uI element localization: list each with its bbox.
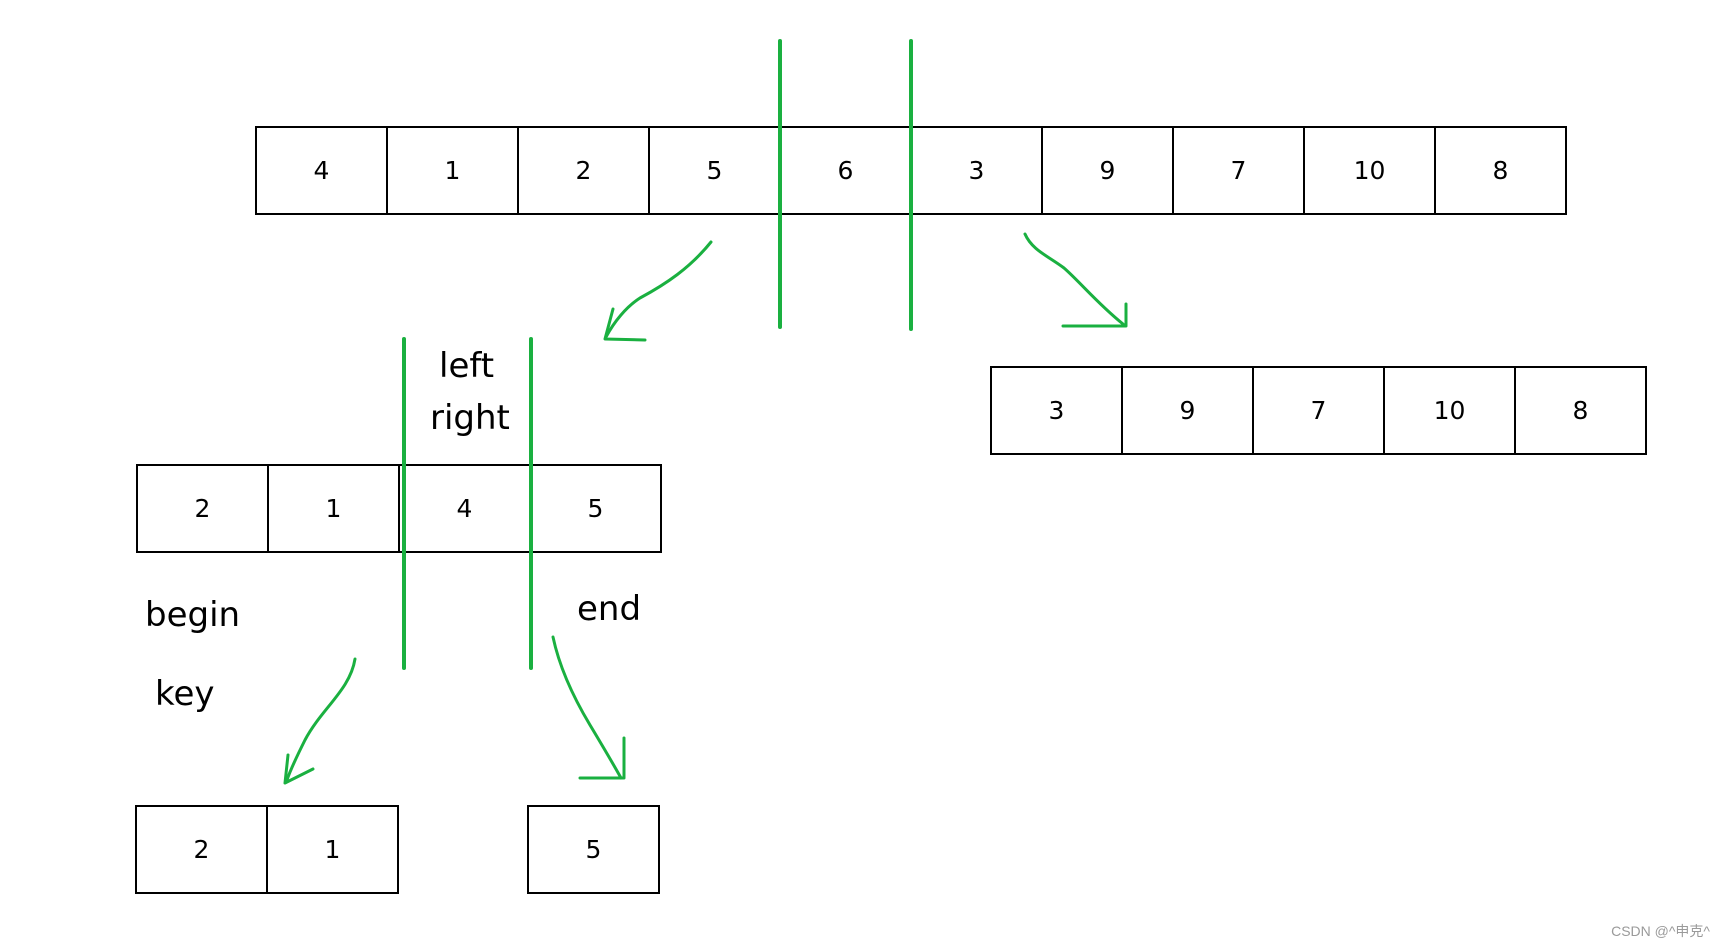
array-cell: 7 <box>1172 126 1305 215</box>
array-cell: 1 <box>386 126 519 215</box>
array-cell: 7 <box>1252 366 1385 455</box>
array-cell: 1 <box>267 464 400 553</box>
array-cell: 5 <box>648 126 781 215</box>
array-cell: 4 <box>255 126 388 215</box>
array-cell: 8 <box>1434 126 1567 215</box>
arrow-mid-to-bottom-right <box>551 635 626 780</box>
cell-value: 1 <box>325 835 341 864</box>
cell-value: 9 <box>1100 156 1116 185</box>
array-cell: 2 <box>135 805 268 894</box>
array-bottom-left: 2 1 <box>135 805 399 894</box>
array-bottom-right: 5 <box>527 805 660 894</box>
array-cell: 10 <box>1383 366 1516 455</box>
label-end: end <box>577 589 641 629</box>
cell-value: 10 <box>1434 396 1466 425</box>
cell-value: 5 <box>586 835 602 864</box>
arrow-head <box>1061 302 1128 328</box>
label-left: left <box>439 346 494 386</box>
array-cell: 5 <box>529 464 662 553</box>
array-cell: 8 <box>1514 366 1647 455</box>
cell-value: 4 <box>314 156 330 185</box>
arrow-mid-to-bottom-left <box>283 657 357 785</box>
arrow-top-to-left <box>603 240 713 342</box>
array-cell: 9 <box>1041 126 1174 215</box>
cell-value: 8 <box>1493 156 1509 185</box>
cell-value: 10 <box>1354 156 1386 185</box>
array-cell: 5 <box>527 805 660 894</box>
array-right-mid: 3 9 7 10 8 <box>990 366 1647 455</box>
cell-value: 5 <box>588 494 604 523</box>
cell-value: 7 <box>1231 156 1247 185</box>
cell-value: 5 <box>707 156 723 185</box>
array-cell: 2 <box>136 464 269 553</box>
cell-value: 9 <box>1180 396 1196 425</box>
cell-value: 3 <box>969 156 985 185</box>
array-top: 4 1 2 5 6 3 9 7 <box>255 126 1567 215</box>
arrow-head <box>283 753 315 785</box>
cell-value: 1 <box>326 494 342 523</box>
arrow-head <box>578 736 626 780</box>
cell-value: 7 <box>1311 396 1327 425</box>
arrow-shaft <box>1023 232 1125 326</box>
array-cell: 6 <box>779 126 912 215</box>
array-cell: 4 <box>398 464 531 553</box>
label-right: right <box>430 398 510 438</box>
cell-value: 2 <box>576 156 592 185</box>
watermark: CSDN @^申克^ <box>1611 923 1710 939</box>
cell-value: 3 <box>1049 396 1065 425</box>
arrow-top-to-right <box>1023 232 1128 328</box>
array-cell: 9 <box>1121 366 1254 455</box>
cell-value: 4 <box>457 494 473 523</box>
arrow-shaft <box>604 240 713 339</box>
array-cell: 2 <box>517 126 650 215</box>
array-left-mid: 2 1 4 5 <box>136 464 662 553</box>
label-begin: begin <box>145 595 240 635</box>
label-key: key <box>155 674 215 714</box>
array-cell: 3 <box>990 366 1123 455</box>
array-cell: 1 <box>266 805 399 894</box>
arrow-head <box>603 307 647 342</box>
array-cell: 3 <box>910 126 1043 215</box>
arrow-shaft <box>285 657 357 782</box>
cell-value: 8 <box>1573 396 1589 425</box>
cell-value: 2 <box>194 835 210 864</box>
arrow-shaft <box>551 635 623 780</box>
cell-value: 1 <box>445 156 461 185</box>
array-cell: 10 <box>1303 126 1436 215</box>
cell-value: 2 <box>195 494 211 523</box>
cell-value: 6 <box>838 156 854 185</box>
